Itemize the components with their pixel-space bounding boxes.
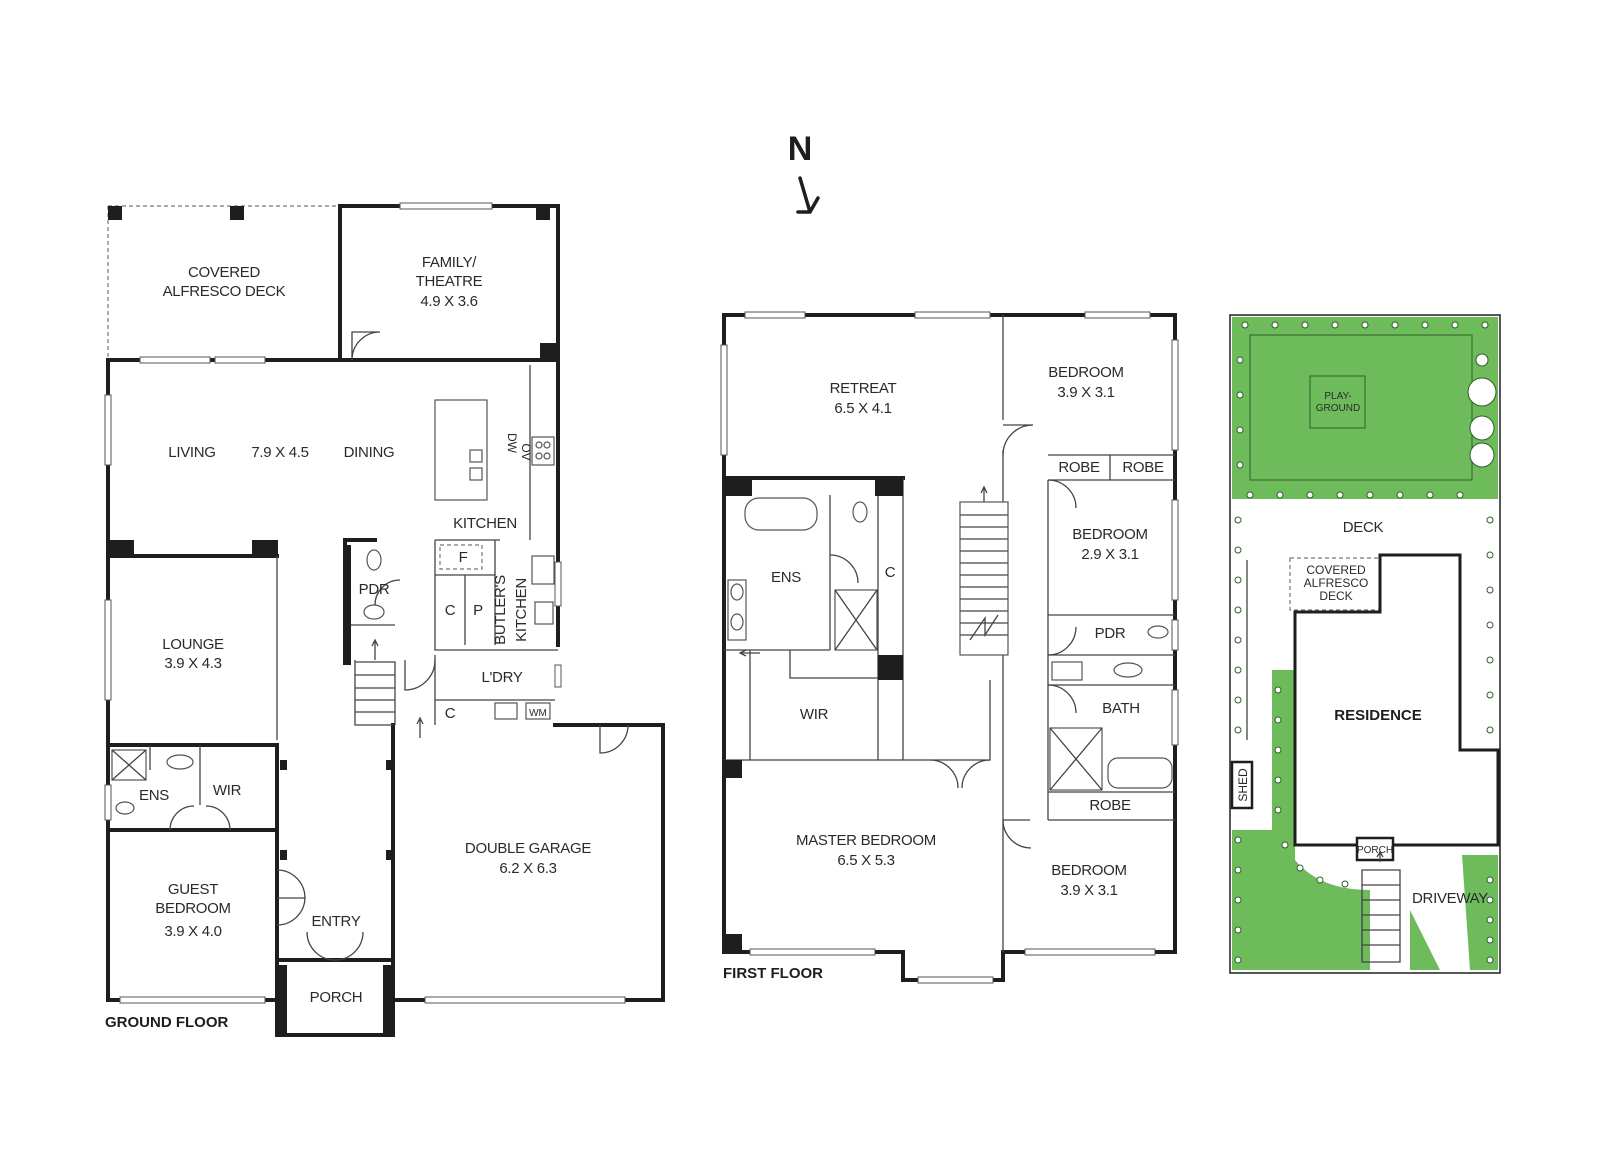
room-label: BEDROOM xyxy=(1048,364,1123,381)
site-label: DRIVEWAY xyxy=(1412,890,1488,907)
room-label: ENS xyxy=(771,569,801,586)
room-dimension: 7.9 X 4.5 xyxy=(251,444,308,461)
room-label: WIR xyxy=(800,706,829,723)
room-label: DOUBLE GARAGE xyxy=(465,840,591,857)
fixture-label: P xyxy=(473,602,483,619)
room-label: DINING xyxy=(344,444,395,461)
fixture-label: DW xyxy=(505,433,519,454)
room-dimension: 6.2 X 6.3 xyxy=(499,860,556,877)
room-label: BEDROOM xyxy=(155,900,230,917)
room-dimension: 2.9 X 3.1 xyxy=(1081,546,1138,563)
site-label: GROUND xyxy=(1316,403,1360,414)
room-label: WIR xyxy=(213,782,242,799)
room-label: LOUNGE xyxy=(162,636,224,653)
room-label: FAMILY/ xyxy=(422,254,477,271)
site-plan: PLAY- GROUND DECK COVERED ALFRESCO DECK … xyxy=(1229,314,1501,974)
residence-label: RESIDENCE xyxy=(1334,707,1422,724)
room-dimension: 3.9 X 3.1 xyxy=(1060,882,1117,899)
site-label: PLAY- xyxy=(1324,391,1351,402)
fixture-label: C xyxy=(445,705,456,722)
room-dimension: 3.9 X 3.1 xyxy=(1057,384,1114,401)
site-label: DECK xyxy=(1343,519,1384,536)
room-label: PORCH xyxy=(310,989,363,1006)
room-label: L'DRY xyxy=(481,669,522,686)
room-label: MASTER BEDROOM xyxy=(796,832,936,849)
room-label: BATH xyxy=(1102,700,1140,717)
north-label: N xyxy=(788,130,813,168)
fixture-label: WM xyxy=(529,708,547,719)
room-label: PDR xyxy=(1095,625,1126,642)
compass-arrow-icon xyxy=(796,176,820,214)
site-label: ALFRESCO xyxy=(1304,576,1369,590)
ground-floor-title: GROUND FLOOR xyxy=(105,1014,228,1031)
room-dimension: 6.5 X 5.3 xyxy=(837,852,894,869)
room-label: GUEST xyxy=(168,881,218,898)
site-label: PORCH xyxy=(1357,845,1393,856)
room-label: ALFRESCO DECK xyxy=(163,283,286,300)
site-label: DECK xyxy=(1319,589,1352,603)
room-label: KITCHEN xyxy=(453,515,517,532)
room-dimension: 4.9 X 3.6 xyxy=(420,293,477,310)
room-label: RETREAT xyxy=(830,380,897,397)
room-label: BEDROOM xyxy=(1072,526,1147,543)
fixture-label: C xyxy=(885,564,896,581)
room-label: THEATRE xyxy=(416,273,483,290)
room-label: ROBE xyxy=(1058,459,1100,476)
fixture-label: OV xyxy=(519,443,533,460)
room-label: ENTRY xyxy=(311,913,360,930)
site-label: COVERED xyxy=(1306,563,1366,577)
first-floor-title: FIRST FLOOR xyxy=(723,965,823,982)
room-dimension: 3.9 X 4.3 xyxy=(164,655,221,672)
first-floor-plan: RETREAT 6.5 X 4.1 BEDROOM 3.9 X 3.1 ROBE… xyxy=(720,311,1179,984)
hedge-dots xyxy=(1234,321,1494,964)
room-label: ROBE xyxy=(1089,797,1131,814)
room-label: BUTLER'S xyxy=(492,575,509,645)
room-dimension: 6.5 X 4.1 xyxy=(834,400,891,417)
fixture-label: C xyxy=(445,602,456,619)
room-label: LIVING xyxy=(168,444,215,461)
room-label: COVERED xyxy=(188,264,261,281)
room-label: BEDROOM xyxy=(1051,862,1126,879)
room-label: KITCHEN xyxy=(513,578,530,642)
north-compass: N xyxy=(788,130,820,214)
room-label: ROBE xyxy=(1122,459,1164,476)
room-dimension: 3.9 X 4.0 xyxy=(164,923,221,940)
ground-floor-plan: COVERED ALFRESCO DECK FAMILY/ THEATRE 4.… xyxy=(104,202,665,1037)
tree-icon xyxy=(1467,353,1497,468)
room-label: ENS xyxy=(139,787,169,804)
site-label: SHED xyxy=(1236,768,1250,802)
room-label: PDR xyxy=(359,581,390,598)
fixture-label: F xyxy=(459,549,468,566)
